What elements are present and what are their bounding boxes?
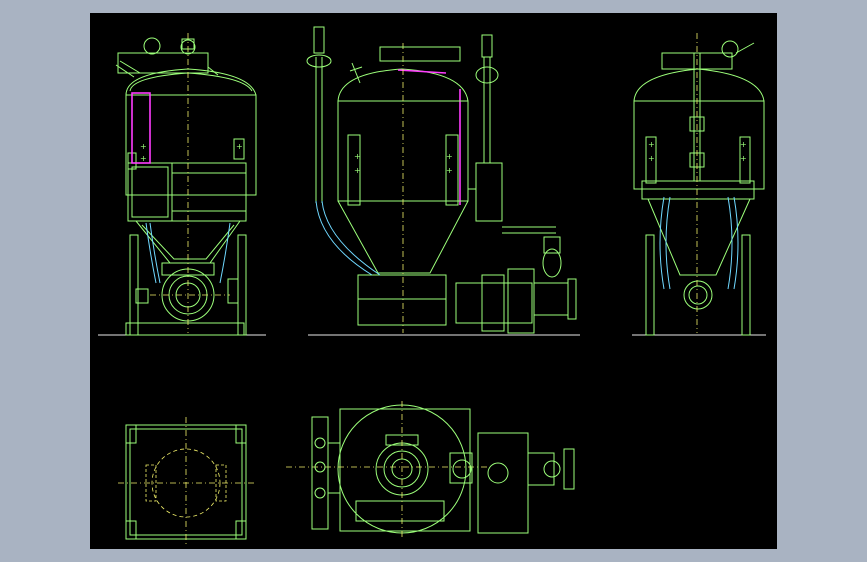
svg-text:+: + bbox=[446, 152, 453, 161]
front-view: + + + bbox=[98, 33, 266, 336]
svg-text:+: + bbox=[140, 154, 147, 163]
plan-view-base bbox=[118, 417, 256, 547]
svg-text:+: + bbox=[354, 166, 361, 175]
svg-text:+: + bbox=[740, 140, 747, 149]
svg-text:+: + bbox=[648, 140, 655, 149]
svg-text:+: + bbox=[354, 152, 361, 161]
side-view: + + + + bbox=[306, 26, 580, 336]
svg-text:+: + bbox=[648, 154, 655, 163]
rear-view: + + + + bbox=[632, 33, 766, 336]
cad-drawing-canvas: + + + bbox=[90, 13, 777, 549]
svg-text:+: + bbox=[446, 166, 453, 175]
plan-view-top bbox=[286, 401, 575, 539]
svg-text:+: + bbox=[236, 142, 243, 151]
svg-text:+: + bbox=[140, 142, 147, 151]
svg-text:+: + bbox=[740, 154, 747, 163]
